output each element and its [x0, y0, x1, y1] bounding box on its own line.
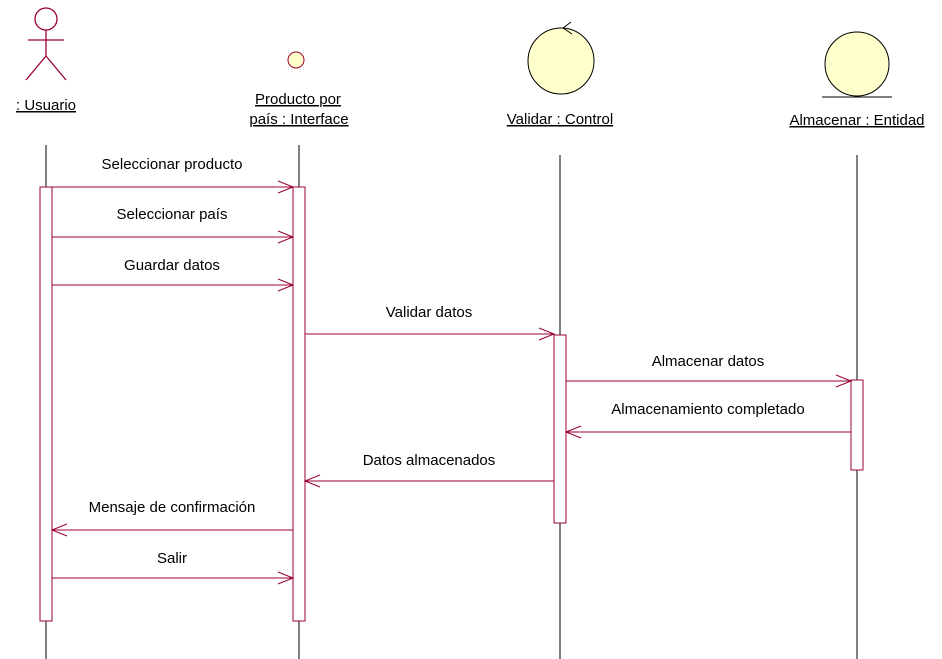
message-6: Almacenamiento completado — [564, 401, 851, 439]
entity-icon — [822, 31, 892, 98]
message-1: Seleccionar producto — [52, 156, 295, 194]
participant-label-usuario: : Usuario — [16, 97, 76, 114]
message-2: Seleccionar país — [52, 206, 295, 244]
activation-entidad — [850, 379, 864, 471]
message-8: Mensaje de confirmación — [50, 499, 293, 537]
arrowhead-icon — [277, 278, 295, 292]
control-icon — [527, 21, 595, 95]
message-5: Almacenar datos — [566, 353, 853, 388]
message-9: Salir — [52, 550, 295, 585]
message-label: Almacenamiento completado — [611, 401, 804, 418]
message-label: Seleccionar producto — [102, 156, 243, 173]
participant-label-interface-line1: Producto por — [255, 91, 341, 108]
arrowhead-icon — [277, 230, 295, 244]
participant-label-control: Validar : Control — [507, 111, 613, 128]
message-label: Guardar datos — [124, 257, 220, 274]
arrowhead-icon — [50, 523, 68, 537]
message-label: Mensaje de confirmación — [89, 499, 256, 516]
message-label: Datos almacenados — [363, 452, 496, 469]
message-7: Datos almacenados — [303, 452, 554, 488]
message-3: Guardar datos — [52, 257, 295, 292]
activation-control — [553, 334, 567, 524]
message-4: Validar datos — [305, 304, 556, 341]
arrowhead-icon — [303, 474, 321, 488]
arrowhead-icon — [564, 425, 582, 439]
activation-usuario — [39, 186, 53, 622]
message-label: Salir — [157, 550, 187, 567]
activation-interface — [292, 186, 306, 622]
arrowhead-icon — [277, 571, 295, 585]
message-label: Seleccionar país — [117, 206, 228, 223]
arrowhead-icon — [538, 327, 556, 341]
message-label: Validar datos — [386, 304, 472, 321]
participant-label-entidad: Almacenar : Entidad — [789, 112, 924, 129]
participant-label-interface-line2: país : Interface — [249, 111, 348, 128]
interface-icon — [287, 51, 305, 69]
arrowhead-icon — [835, 374, 853, 388]
actor-icon — [25, 7, 67, 81]
arrowhead-icon — [277, 180, 295, 194]
message-label: Almacenar datos — [652, 353, 765, 370]
